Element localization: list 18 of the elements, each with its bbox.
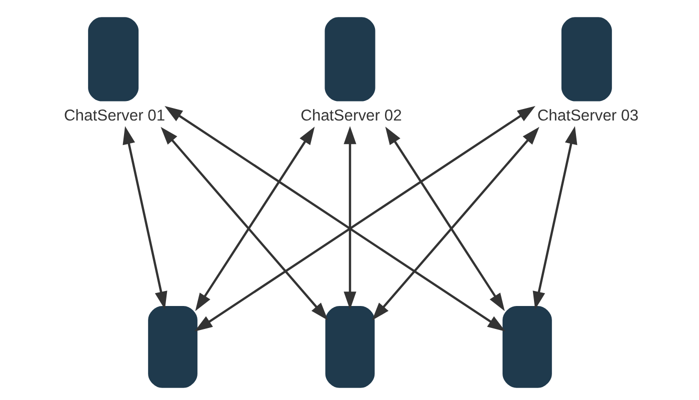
arrow [164, 106, 506, 332]
node-box [324, 306, 374, 388]
arrow [384, 126, 504, 312]
node-label: ChatServer 02 [300, 108, 402, 125]
node-box [88, 17, 138, 102]
arrow [194, 106, 535, 332]
node-label: ChatServer 03 [536, 108, 638, 125]
node-box [560, 17, 612, 102]
arrow [160, 126, 328, 320]
arrow [372, 126, 539, 320]
arrow [194, 126, 314, 312]
arrow [343, 126, 356, 310]
node-box [324, 17, 375, 102]
node-box [502, 306, 552, 388]
node-box [148, 306, 197, 388]
node-label: ChatServer 01 [63, 108, 165, 125]
arrow [532, 126, 577, 310]
arrow [122, 126, 167, 310]
